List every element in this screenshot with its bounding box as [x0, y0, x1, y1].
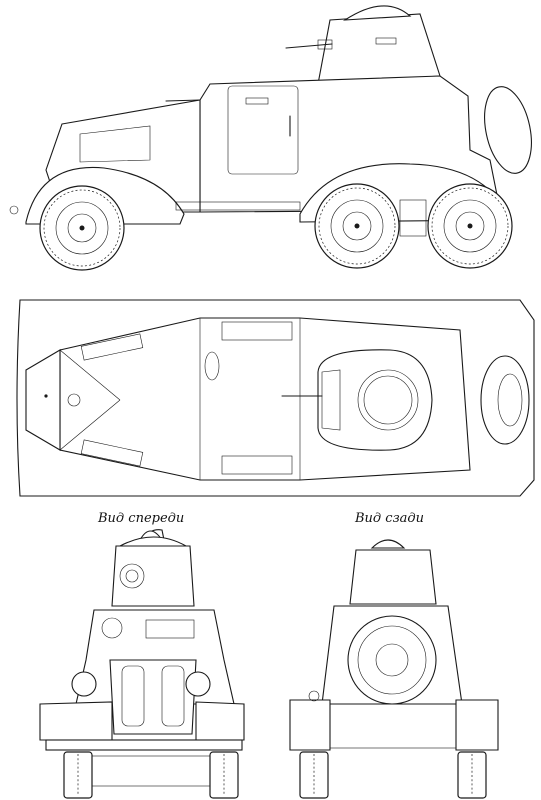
- rear-turret-dome: [370, 539, 406, 549]
- side-front-wheel: [39, 185, 125, 271]
- top-turret: [317, 349, 433, 451]
- front-view-caption: Вид спереди: [98, 511, 185, 526]
- top-view: [16, 299, 535, 497]
- side-spare-wheel: [484, 86, 532, 174]
- side-turret-hatch: [375, 37, 397, 45]
- front-turret: [111, 545, 195, 607]
- rear-turret: [349, 549, 437, 605]
- side-middle-wheel: [314, 183, 400, 269]
- side-hull-gun: [165, 99, 201, 102]
- front-bumper: [45, 739, 243, 751]
- front-turret-gun-port: [119, 563, 145, 589]
- front-view: [39, 529, 245, 799]
- top-turret-hatch: [357, 369, 419, 431]
- side-turret-dome: [342, 5, 412, 21]
- side-door: [227, 85, 299, 175]
- rear-spare-wheel: [347, 615, 437, 705]
- front-right-headlight: [185, 671, 211, 697]
- side-view: [9, 5, 532, 271]
- side-rear-wheel: [427, 183, 513, 269]
- side-turret: [317, 13, 441, 85]
- front-left-headlight: [71, 671, 97, 697]
- rear-view-caption: Вид сзади: [355, 511, 425, 526]
- top-spare-wheel: [480, 355, 530, 445]
- front-grille: [109, 659, 197, 735]
- side-running-board: [175, 201, 301, 211]
- rear-view: [289, 539, 499, 799]
- side-turret-gun: [285, 43, 333, 49]
